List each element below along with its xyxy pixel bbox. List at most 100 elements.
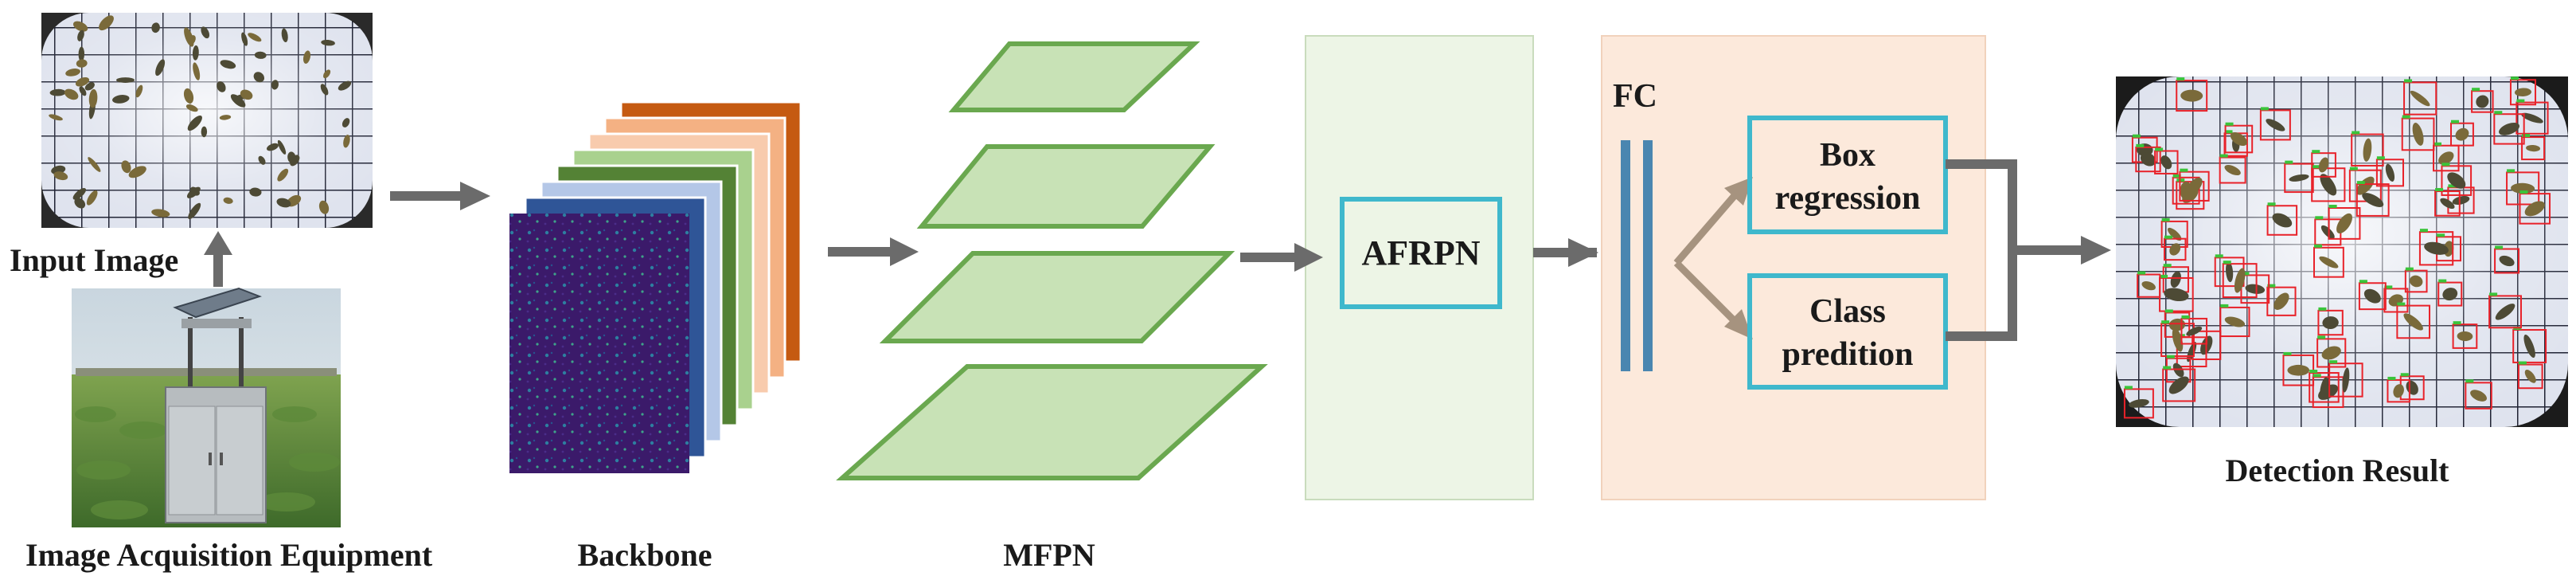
detection-tag	[2317, 335, 2326, 339]
insect-mark	[276, 198, 291, 208]
detected-insect	[2129, 398, 2149, 408]
detection-box	[2509, 79, 2537, 106]
detection-box	[2512, 329, 2547, 363]
detected-insect	[2514, 88, 2532, 97]
insect-mark	[302, 50, 310, 64]
detection-box	[2441, 165, 2473, 196]
insect-mark	[155, 59, 166, 76]
insect-mark	[271, 80, 279, 90]
mfpn-level-3	[879, 251, 1235, 343]
detection-tag	[2219, 154, 2228, 158]
detected-insect	[2320, 174, 2337, 196]
detection-tag	[2164, 235, 2172, 239]
detection-box	[2521, 136, 2546, 161]
detection-box	[2259, 109, 2291, 141]
flow-arrows	[204, 182, 2111, 287]
insect-mark	[277, 139, 287, 155]
detection-box	[2519, 193, 2551, 225]
detection-box	[2137, 273, 2161, 298]
detection-tag	[2349, 167, 2358, 170]
detection-tag	[2267, 202, 2276, 206]
insect-mark	[287, 151, 296, 164]
detected-insect	[2499, 255, 2515, 267]
insect-mark	[223, 197, 233, 204]
detection-tag	[2437, 233, 2445, 237]
arrow-backbone-to-mfpn	[828, 237, 919, 266]
insect-mark	[185, 104, 198, 112]
detected-insect	[2495, 304, 2516, 320]
fc-arrow-down-head	[1724, 309, 1753, 339]
box-regression-label-1: Box	[1820, 137, 1875, 174]
detection-tag	[2313, 374, 2321, 378]
insect-mark	[49, 114, 63, 121]
detection-box	[2222, 263, 2258, 299]
detection-tag	[2223, 261, 2231, 265]
detection-tag	[2489, 292, 2498, 296]
detection-tag	[2495, 245, 2504, 249]
detection-box	[2313, 246, 2344, 278]
insect-mark	[76, 59, 88, 68]
detection-box	[2154, 150, 2179, 174]
detection-box	[2176, 336, 2207, 368]
detection-box	[2311, 152, 2336, 178]
detection-tag	[2516, 99, 2525, 103]
insect-mark	[230, 94, 246, 108]
mfpn-level-4	[836, 364, 1268, 480]
insect-mark	[65, 69, 80, 76]
detected-insect	[2320, 225, 2335, 239]
insect-mark	[193, 62, 201, 80]
detected-insect	[2172, 327, 2184, 352]
detection-tag	[2404, 79, 2413, 83]
insect-mark	[258, 155, 266, 165]
mfpn-pyramid	[836, 41, 1268, 480]
detection-box	[2433, 144, 2460, 172]
detection-tag	[2260, 107, 2269, 111]
afrpn-box	[1340, 197, 1502, 309]
detection-tag	[2312, 165, 2320, 169]
arrow-afrpn-to-fc	[1533, 238, 1598, 267]
detected-insect	[2234, 268, 2246, 293]
detected-insect	[2438, 151, 2454, 165]
arrow-input-to-backbone	[390, 182, 490, 210]
insect-mark	[281, 28, 288, 43]
detected-insect	[2412, 123, 2424, 146]
detected-insect	[2160, 155, 2172, 170]
arrow-mfpn-to-afrpn	[1240, 243, 1323, 272]
detection-tag	[2181, 315, 2190, 319]
detected-insect	[2167, 227, 2182, 241]
detection-tag	[2405, 267, 2414, 271]
detection-tag	[2267, 284, 2276, 288]
acquisition-equipment-photo	[72, 287, 341, 527]
detected-insect	[2224, 316, 2246, 327]
insect-mark	[64, 88, 79, 100]
detection-result-label: Detection Result	[2225, 453, 2449, 488]
detection-tag	[2313, 244, 2322, 248]
insect-mark	[343, 135, 350, 148]
insect-mark	[190, 186, 200, 196]
detection-tag	[2180, 168, 2188, 172]
arrow-equipment-to-input	[204, 231, 232, 287]
detected-insect	[2470, 390, 2487, 402]
detected-insect	[2266, 119, 2285, 131]
fc-bar-2	[1643, 140, 1653, 371]
insect-mark	[220, 60, 236, 69]
detection-tag	[2510, 76, 2519, 80]
afrpn-label: AFRPN	[1361, 233, 1480, 272]
detected-insect	[2447, 172, 2466, 189]
detection-box	[2396, 304, 2431, 339]
detection-tag	[2215, 254, 2223, 258]
detection-tag	[2397, 302, 2406, 306]
detection-tag	[2522, 134, 2531, 138]
detected-insect	[2521, 112, 2543, 123]
insect-mark	[115, 77, 135, 83]
detection-box	[2434, 190, 2461, 217]
detection-box	[2172, 176, 2200, 205]
detected-insect	[2186, 326, 2203, 336]
detected-insect	[2342, 367, 2350, 393]
class-prediction-label-2: predition	[1782, 336, 1914, 373]
detection-box	[2176, 181, 2205, 210]
detection-box	[2355, 183, 2390, 217]
detection-box	[2163, 237, 2187, 261]
detection-tag	[2137, 271, 2146, 275]
insect-mark	[99, 15, 114, 31]
